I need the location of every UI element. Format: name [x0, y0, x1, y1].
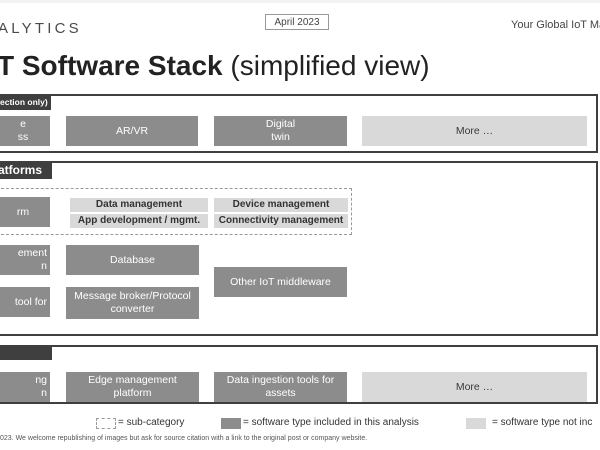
- chip-connectivity-management: Connectivity management: [214, 214, 348, 228]
- top-border: [0, 0, 600, 3]
- chip-data-management: Data management: [70, 198, 208, 212]
- platform-box: rm: [0, 197, 50, 227]
- platform-row2-box-left: ement n: [0, 245, 50, 275]
- legend-subcategory-label: = sub-category: [118, 417, 185, 428]
- top-box-more: More …: [362, 116, 587, 146]
- legend-included-label: = software type included in this analysi…: [243, 417, 419, 428]
- database-box: Database: [66, 245, 199, 275]
- other-iot-middleware-box: Other IoT middleware: [214, 267, 347, 297]
- data-ingestion-tools-box: Data ingestion tools for assets: [214, 372, 347, 402]
- top-box-1: e ss: [0, 116, 50, 146]
- legend-included-swatch: [221, 418, 241, 429]
- date-badge: April 2023: [265, 14, 329, 30]
- section-edge-tab: [0, 345, 52, 360]
- section-platforms-tab: atforms: [0, 161, 52, 179]
- message-broker-box: Message broker/Protocol converter: [66, 287, 199, 319]
- legend-not-included-swatch: [466, 418, 486, 429]
- chip-app-development: App development / mgmt.: [70, 214, 208, 228]
- page-title: T Software Stack (simplified view): [0, 50, 430, 82]
- top-box-digital-twin: Digital twin: [214, 116, 347, 146]
- platform-row3-box-left: tool for: [0, 287, 50, 317]
- page-title-rest: (simplified view): [222, 50, 430, 81]
- chip-device-management: Device management: [214, 198, 348, 212]
- section-top-tab: ection only): [0, 94, 51, 110]
- edge-box-1: ng n: [0, 372, 50, 402]
- edge-box-more: More …: [362, 372, 587, 402]
- edge-management-platform-box: Edge management platform: [66, 372, 199, 402]
- top-box-arvr: AR/VR: [66, 116, 198, 146]
- footer-note: 023. We welcome republishing of images b…: [0, 435, 368, 442]
- page-title-bold: T Software Stack: [0, 50, 223, 81]
- brand-logo-text: ALYTICS: [0, 20, 82, 37]
- legend-not-included-label: = software type not inc: [492, 417, 593, 428]
- legend-subcategory-swatch: [96, 418, 116, 429]
- tagline: Your Global IoT Ma: [511, 19, 600, 31]
- subcategory-dashed-group: [0, 188, 352, 235]
